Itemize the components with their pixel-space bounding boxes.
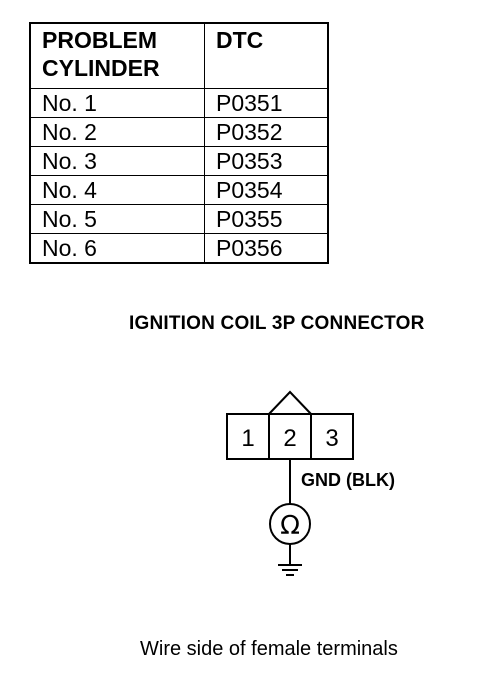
pin-1-label: 1 [241,425,254,452]
cylinder-cell: No. 3 [29,146,205,176]
pin-2-label: 2 [283,425,296,452]
dtc-cell: P0355 [204,204,329,234]
dtc-cell: P0353 [204,146,329,176]
cylinder-cell: No. 5 [29,204,205,234]
gnd-wire-label: GND (BLK) [301,470,395,490]
header-problem-cylinder: PROBLEM CYLINDER [29,22,205,89]
wire-side-caption: Wire side of female terminals [140,638,398,660]
dtc-cell: P0351 [204,88,329,118]
table-row: No. 1 P0351 [29,88,329,118]
cylinder-cell: No. 2 [29,117,205,147]
table-row: No. 4 P0354 [29,175,329,205]
pin-3-label: 3 [325,425,338,452]
table-row: No. 2 P0352 [29,117,329,147]
cylinder-cell: No. 4 [29,175,205,205]
ohm-symbol: Ω [280,511,300,541]
cylinder-cell: No. 6 [29,233,205,264]
connector-title: IGNITION COIL 3P CONNECTOR [129,313,425,334]
table-row: No. 6 P0356 [29,233,329,264]
cylinder-cell: No. 1 [29,88,205,118]
dtc-cell: P0352 [204,117,329,147]
table-row: No. 5 P0355 [29,204,329,234]
dtc-cell: P0356 [204,233,329,264]
connector-lock-tab [268,390,312,415]
ground-icon [278,564,302,576]
dtc-table: PROBLEM CYLINDER DTC No. 1 P0351 No. 2 P… [29,22,329,264]
table-row: No. 3 P0353 [29,146,329,176]
